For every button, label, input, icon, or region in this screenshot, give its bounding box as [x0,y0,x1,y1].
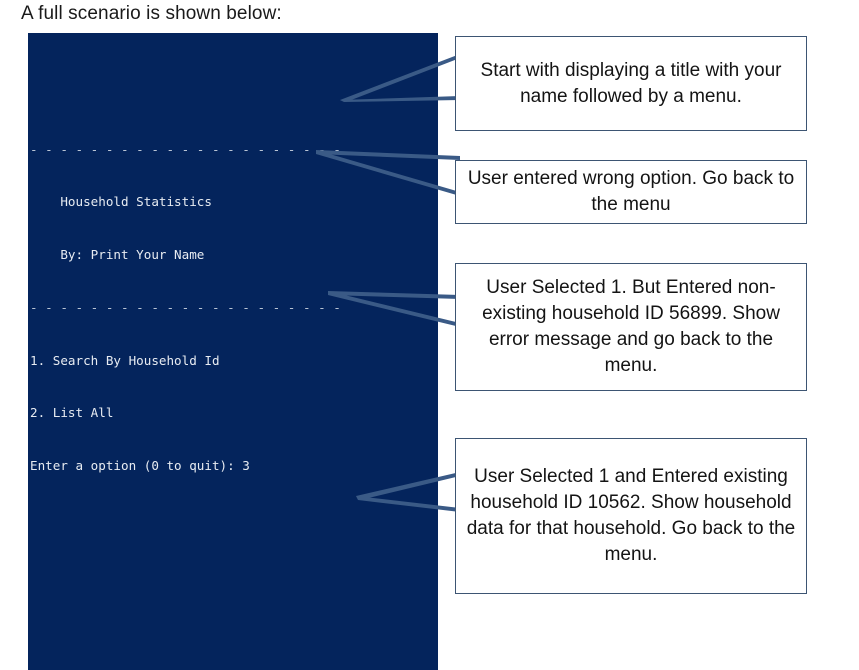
console-title-line: Household Statistics [30,194,212,210]
callout-text: User entered wrong option. Go back to th… [467,168,795,215]
callout-box-existing-household: User Selected 1 and Entered existing hou… [455,438,807,594]
callout-box-wrong-option: User entered wrong option. Go back to th… [455,160,807,224]
callout-text: User Selected 1 and Entered existing hou… [466,466,796,565]
callout-text: User Selected 1. But Entered non-existin… [482,277,780,376]
console-author-line: By: Print Your Name [30,247,205,263]
console-separator: - - - - - - - - - - - - - - - - - - - - … [30,299,341,315]
console-block-first-menu: - - - - - - - - - - - - - - - - - - - - … [30,105,438,510]
console-block-second-menu: - - - - - - - - - - - - - - - - - - - - … [30,580,438,670]
console-separator: - - - - - - - - - - - - - - - - - - - - … [30,141,341,157]
console-menu-option-1: 1. Search By Household Id [30,352,220,368]
console-menu-option-2: 2. List All [30,405,114,421]
console-blank-line [30,616,438,634]
callout-box-title-menu: Start with displaying a title with your … [455,36,807,131]
page-title: A full scenario is shown below: [21,3,282,24]
console-option-prompt-wrong: Enter a option (0 to quit): 3 [30,458,250,474]
console-output-window: - - - - - - - - - - - - - - - - - - - - … [28,33,438,670]
callout-text: Start with displaying a title with your … [480,59,782,107]
callout-box-nonexisting-household: User Selected 1. But Entered non-existin… [455,263,807,391]
